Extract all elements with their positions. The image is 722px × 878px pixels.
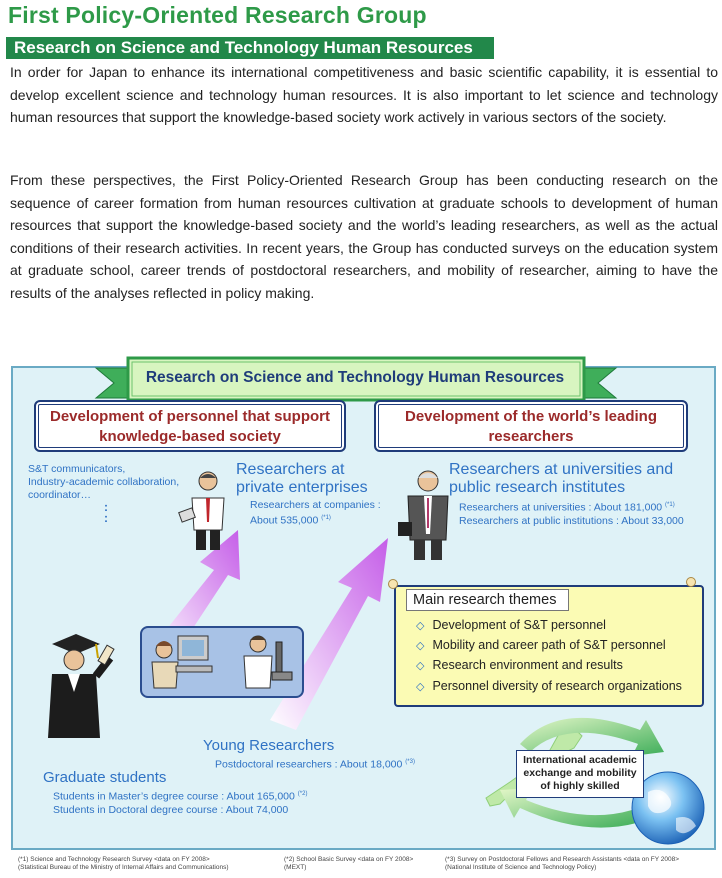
univ-note: (*1) [665, 502, 675, 508]
theme-item: ◇ Development of S&T personnel [416, 618, 606, 632]
diamond-bullet-icon: ◇ [416, 681, 425, 693]
cycle-arrow-bottom-icon [500, 788, 640, 828]
footnote-3-org: (National Institute of Science and Techn… [445, 864, 597, 871]
diamond-bullet-icon: ◇ [416, 620, 425, 632]
univ-detail2: Researchers at public institutions : Abo… [459, 514, 684, 527]
microscope-worker-icon [243, 635, 293, 689]
private-detail2: About 535,000 [250, 514, 319, 527]
footnote-3-source: (*3) Survey on Postdoctoral Fellows and … [445, 856, 680, 863]
category-leading-researchers: Development of the world’s leading resea… [374, 400, 688, 452]
theme-item: ◇ Research environment and results [416, 658, 623, 672]
pin-icon [388, 579, 398, 589]
theme-label: Personnel diversity of research organiza… [432, 679, 682, 693]
pin-icon [686, 577, 696, 587]
diamond-bullet-icon: ◇ [416, 640, 425, 652]
university-researchers-detail: Researchers at universities : About 181,… [459, 499, 684, 528]
young-detail: Postdoctoral researchers : About 18,000 [215, 758, 403, 771]
intro-paragraph-2: From these perspectives, the First Polic… [10, 172, 718, 301]
private-detail1: Researchers at companies : [250, 499, 381, 511]
sectors-text: S&T communicators, Industry-academic col… [28, 463, 179, 502]
international-exchange-box: International academic exchange and mobi… [516, 750, 644, 798]
intro-paragraph-1: In order for Japan to enhance its intern… [10, 64, 718, 125]
page-title: First Policy-Oriented Research Group [8, 2, 427, 28]
footnote-1-org: (Statistical Bureau of the Ministry of I… [18, 864, 229, 871]
footnote-2-source: (*2) School Basic Survey <data on FY 200… [284, 856, 414, 863]
computer-worker-icon [151, 635, 213, 689]
footnote-1: (*1) Science and Technology Research Sur… [18, 856, 229, 872]
professor-figure-icon [398, 470, 449, 560]
footnote-2-org: (MEXT) [284, 864, 307, 871]
category-left-line2: knowledge-based society [99, 428, 281, 445]
intl-line1: International academic [523, 754, 637, 766]
grad-detail1: Students in Master’s degree course : Abo… [53, 790, 295, 803]
businessman-figure-icon [178, 471, 225, 550]
theme-label: Research environment and results [432, 658, 623, 672]
graduate-students-heading: Graduate students [43, 769, 167, 786]
graduate-figure-icon [48, 634, 115, 738]
young-researchers-detail: Postdoctoral researchers : About 18,000 … [215, 756, 415, 772]
grad-note: (*2) [297, 791, 308, 797]
private-researchers-heading: Researchers at private enterprises [236, 461, 368, 497]
footnote-3: (*3) Survey on Postdoctoral Fellows and … [445, 856, 679, 872]
university-researchers-heading: Researchers at universities and public r… [449, 461, 673, 497]
diamond-bullet-icon: ◇ [416, 660, 425, 672]
private-line2: private enterprises [236, 479, 368, 496]
ellipsis-dots: :: [104, 500, 108, 525]
footnote-1-source: (*1) Science and Technology Research Sur… [18, 856, 210, 863]
young-researchers-heading: Young Researchers [203, 737, 335, 754]
research-themes-title: Main research themes [406, 589, 569, 611]
theme-item: ◇ Personnel diversity of research organiz… [416, 679, 682, 693]
theme-item: ◇ Mobility and career path of S&T personn… [416, 638, 666, 652]
univ-line1: Researchers at universities and [449, 461, 674, 478]
theme-label: Development of S&T personnel [432, 618, 606, 632]
category-knowledge-society: Development of personnel that support kn… [34, 400, 346, 452]
sectors-line1: S&T communicators, [28, 463, 126, 475]
graduate-students-detail: Students in Master’s degree course : Abo… [53, 788, 307, 817]
footnote-2: (*2) School Basic Survey <data on FY 200… [284, 856, 413, 872]
section-heading: Research on Science and Technology Human… [6, 37, 494, 59]
category-right-line1: Development of the world’s leading [405, 408, 657, 425]
intl-line2: exchange and mobility [523, 767, 637, 779]
cycle-arrow-top-icon [520, 717, 664, 756]
univ-detail1: Researchers at universities : About 181,… [459, 501, 663, 514]
sectors-line3: coordinator… [28, 489, 92, 501]
category-left-line1: Development of personnel that support [49, 408, 331, 425]
young-note: (*3) [405, 759, 415, 765]
private-researchers-detail: Researchers at companies : About 535,000… [250, 499, 381, 528]
banner-ribbon [94, 356, 618, 402]
grad-detail2: Students in Doctoral degree course : Abo… [53, 803, 289, 816]
sectors-line2: Industry-academic collaboration, [28, 476, 180, 488]
private-note: (*1) [321, 515, 331, 521]
private-line1: Researchers at [236, 461, 345, 478]
banner-title: Research on Science and Technology Human… [145, 369, 565, 386]
univ-line2: public research institutes [449, 479, 626, 496]
intl-line3: of highly skilled [540, 780, 620, 792]
theme-label: Mobility and career path of S&T personne… [432, 638, 666, 652]
category-right-line2: researchers [488, 428, 574, 445]
